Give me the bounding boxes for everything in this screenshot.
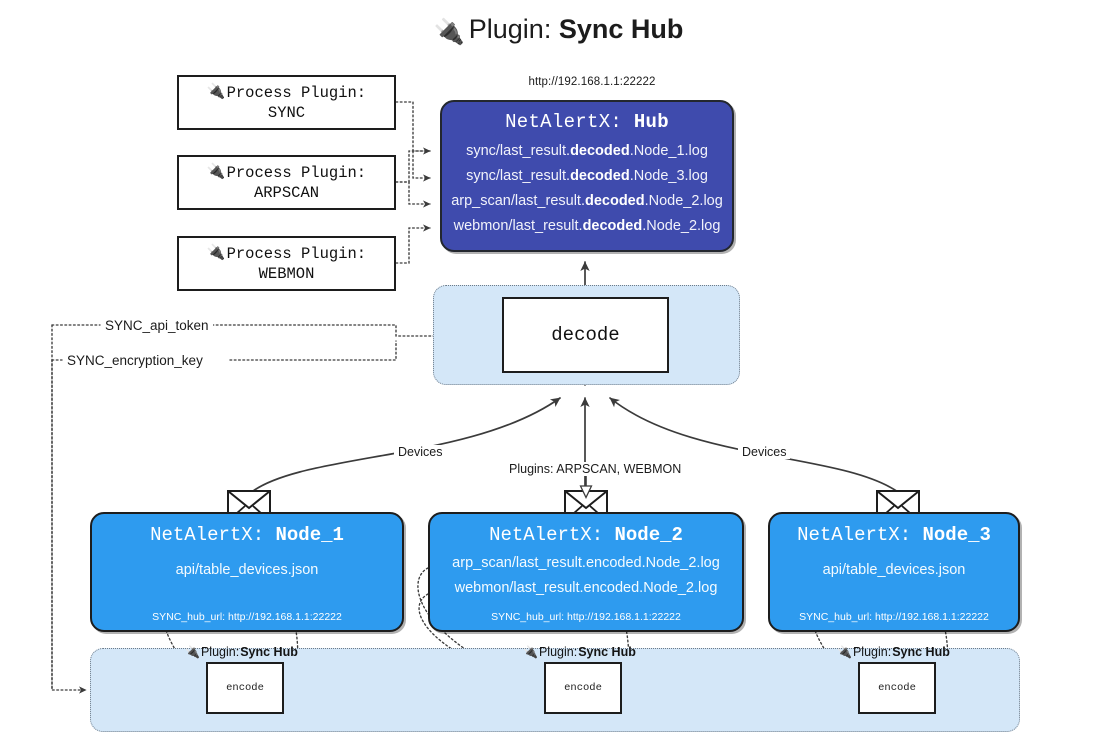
process-plugin-label: Process Plugin: (226, 163, 367, 182)
node-resource-list: arp_scan/last_result.encoded.Node_2.log … (430, 551, 742, 601)
process-plugin-name: ARPSCAN (253, 183, 320, 202)
node-hub-url-value: http://192.168.1.1:22222 (228, 611, 342, 623)
log-state: decoded (584, 193, 645, 209)
node-title-prefix: NetAlertX: (489, 524, 615, 546)
encoder-plugin-name: Sync Hub (578, 645, 636, 659)
node-hub-url: SYNC_hub_url: http://192.168.1.1:22222 (430, 611, 742, 623)
log-state: decoded (582, 218, 643, 234)
node-title: NetAlertX: Node_1 (92, 524, 402, 546)
node-title-name: Node_1 (275, 524, 344, 546)
hub-log-row: webmon/last_result.decoded.Node_2.log (442, 214, 732, 239)
sync-api-token-label: SYNC_api_token (101, 318, 213, 333)
node-2[interactable]: NetAlertX: Node_2 arp_scan/last_result.e… (428, 512, 744, 632)
plug-icon: 🔌 (185, 645, 200, 659)
process-plugin-label: Process Plugin: (226, 244, 367, 263)
log-state: decoded (570, 168, 630, 184)
node-title: NetAlertX: Node_2 (430, 524, 742, 546)
process-plugin-arpscan[interactable]: 🔌Process Plugin: ARPSCAN (177, 155, 396, 210)
encoder-plugin-prefix: Plugin: (200, 645, 240, 659)
node-title-name: Node_3 (922, 524, 991, 546)
log-suffix: .Node_2.log (644, 193, 723, 209)
hub-log-row: sync/last_result.decoded.Node_1.log (442, 139, 732, 164)
node-resource-row: api/table_devices.json (822, 562, 966, 578)
page-title-name: Sync Hub (558, 14, 684, 44)
node-resource-row: api/table_devices.json (175, 562, 319, 578)
node-title: NetAlertX: Node_3 (770, 524, 1018, 546)
log-suffix: .Node_2.log (642, 218, 721, 234)
log-prefix: sync/last_result. (466, 143, 571, 159)
encoder-plugin-name: Sync Hub (892, 645, 950, 659)
plug-icon: 🔌 (433, 18, 465, 46)
hub-title: NetAlertX: Hub (442, 111, 732, 133)
hub-log-row: arp_scan/last_result.decoded.Node_2.log (442, 189, 732, 214)
process-plugin-webmon[interactable]: 🔌Process Plugin: WEBMON (177, 236, 396, 291)
node-hub-url-key: SYNC_hub_url: (152, 611, 228, 623)
node-hub-url-value: http://192.168.1.1:22222 (567, 611, 681, 623)
node-hub-url: SYNC_hub_url: http://192.168.1.1:22222 (770, 611, 1018, 623)
hub-log-list: sync/last_result.decoded.Node_1.log sync… (442, 139, 732, 239)
node-title-prefix: NetAlertX: (797, 524, 923, 546)
node-title-name: Node_2 (614, 524, 683, 546)
node-hub-url-key: SYNC_hub_url: (491, 611, 567, 623)
node-resource-row: webmon/last_result.encoded.Node_2.log (454, 580, 718, 596)
plug-icon: 🔌 (523, 645, 538, 659)
encode-box-3[interactable]: encode (858, 662, 936, 714)
log-prefix: webmon/last_result. (453, 218, 583, 234)
log-prefix: arp_scan/last_result. (451, 193, 585, 209)
encoder-plugin-prefix: Plugin: (538, 645, 578, 659)
log-suffix: .Node_3.log (629, 168, 708, 184)
encoder-plugin-name: Sync Hub (240, 645, 298, 659)
hub-node[interactable]: NetAlertX: Hub sync/last_result.decoded.… (440, 100, 734, 252)
encoder-plugin-label-3: 🔌Plugin: Sync Hub (837, 645, 950, 659)
log-suffix: .Node_1.log (629, 143, 708, 159)
node-1[interactable]: NetAlertX: Node_1 api/table_devices.json… (90, 512, 404, 632)
plug-icon: 🔌 (206, 244, 226, 262)
log-prefix: sync/last_result. (466, 168, 571, 184)
node-title-prefix: NetAlertX: (150, 524, 276, 546)
plug-icon: 🔌 (837, 645, 852, 659)
edge-label-plugins: Plugins: ARPSCAN, WEBMON (505, 462, 686, 476)
log-state: decoded (570, 143, 630, 159)
sync-encryption-key-label: SYNC_encryption_key (63, 353, 207, 368)
hub-title-prefix: NetAlertX: (505, 111, 634, 133)
edge-label-devices-right: Devices (738, 445, 791, 459)
node-3[interactable]: NetAlertX: Node_3 api/table_devices.json… (768, 512, 1020, 632)
encode-box-2[interactable]: encode (544, 662, 622, 714)
encoder-plugin-label-2: 🔌Plugin: Sync Hub (523, 645, 636, 659)
process-plugin-label: Process Plugin: (226, 83, 367, 102)
process-plugin-name: SYNC (267, 103, 306, 122)
node-hub-url-value: http://192.168.1.1:22222 (875, 611, 989, 623)
plug-icon: 🔌 (206, 163, 226, 181)
process-plugin-sync[interactable]: 🔌Process Plugin: SYNC (177, 75, 396, 130)
node-hub-url: SYNC_hub_url: http://192.168.1.1:22222 (92, 611, 402, 623)
hub-url-label: http://192.168.1.1:22222 (528, 76, 656, 88)
page-title-prefix: Plugin: (468, 14, 559, 44)
node-resource-row: arp_scan/last_result.encoded.Node_2.log (452, 555, 720, 571)
plug-icon: 🔌 (206, 83, 226, 101)
edge-label-devices-left: Devices (394, 445, 447, 459)
page-title: 🔌Plugin: Sync Hub (0, 14, 1117, 47)
process-plugin-name: WEBMON (258, 264, 315, 283)
hub-title-name: Hub (633, 111, 669, 133)
decode-box[interactable]: decode (502, 297, 669, 373)
encode-box-1[interactable]: encode (206, 662, 284, 714)
encoder-plugin-label-1: 🔌Plugin: Sync Hub (185, 645, 298, 659)
hub-log-row: sync/last_result.decoded.Node_3.log (442, 164, 732, 189)
node-hub-url-key: SYNC_hub_url: (799, 611, 875, 623)
encoder-plugin-prefix: Plugin: (852, 645, 892, 659)
